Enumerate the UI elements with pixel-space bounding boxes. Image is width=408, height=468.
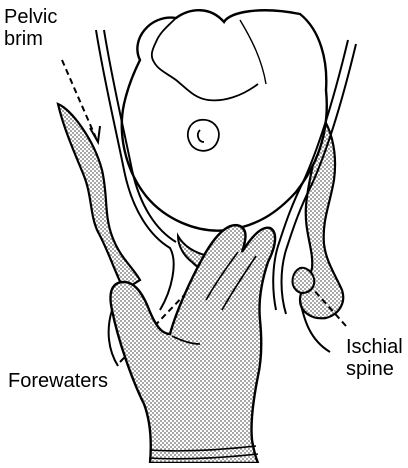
pelvic-brim-label: Pelvic brim <box>4 6 57 50</box>
pelvic-brim-label-line2: brim <box>4 28 57 50</box>
ischial-spine <box>293 268 315 293</box>
pelvic-brim-label-line1: Pelvic <box>4 6 57 28</box>
ischial-spine-label: Ischial spine <box>346 336 403 380</box>
forewaters-label: Forewaters <box>8 370 108 392</box>
ischial-spine-label-line1: Ischial <box>346 336 403 358</box>
ischial-spine-label-line2: spine <box>346 358 403 380</box>
